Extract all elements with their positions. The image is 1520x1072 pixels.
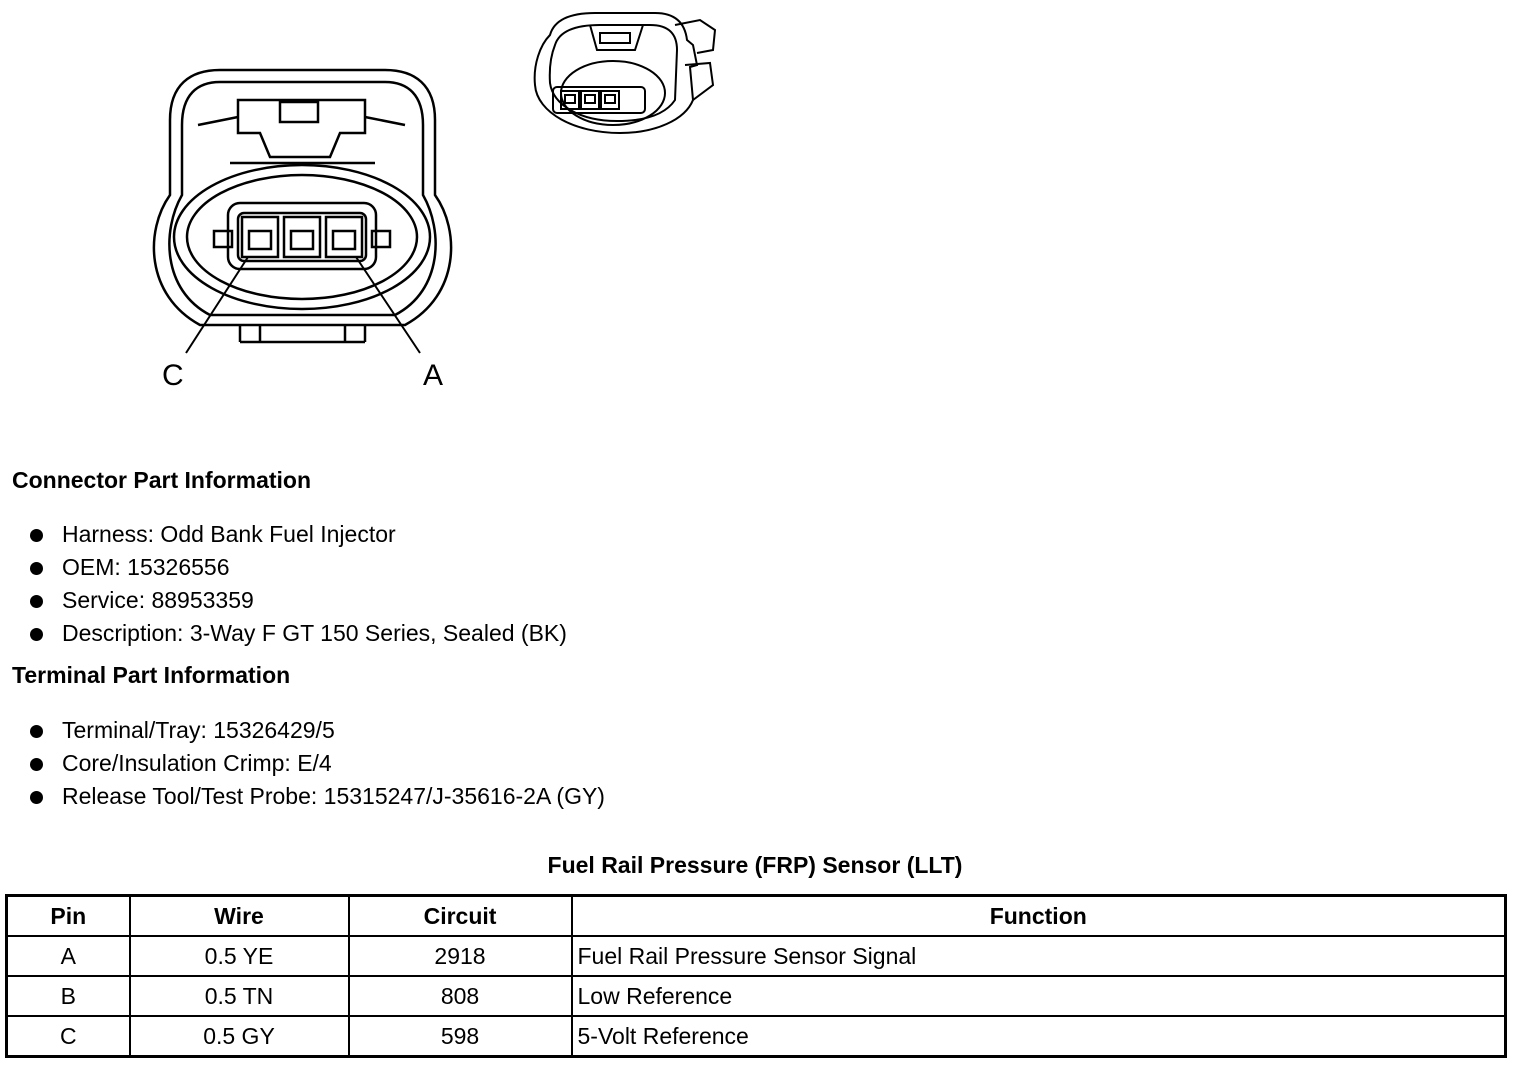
pin-label-a: A [423,359,444,392]
bullet-icon [30,791,43,804]
terminal-info-list: Terminal/Tray: 15326429/5 Core/Insulatio… [28,714,605,813]
header-function: Function [570,894,1507,937]
cell-pin: A [5,935,131,977]
table-row: B 0.5 TN 808 Low Reference [5,975,1507,1017]
list-item-text: Release Tool/Test Probe: 15315247/J-3561… [62,783,605,809]
cell-circuit: 598 [347,1015,573,1058]
list-item-text: Service: 88953359 [62,587,254,613]
cell-wire: 0.5 YE [128,935,350,977]
list-item-text: Terminal/Tray: 15326429/5 [62,717,335,743]
connector-info-list: Harness: Odd Bank Fuel Injector OEM: 153… [28,518,567,650]
connector-perspective-diagram [533,12,717,135]
header-circuit: Circuit [347,894,573,937]
table-header-row: Pin Wire Circuit Function [5,894,1507,937]
bullet-icon [30,595,43,608]
cell-function: Low Reference [570,975,1507,1017]
header-wire: Wire [128,894,350,937]
list-item-text: Description: 3-Way F GT 150 Series, Seal… [62,620,567,646]
connector-face-diagram [152,68,453,354]
table-row: C 0.5 GY 598 5-Volt Reference [5,1015,1507,1058]
pin-table-title: Fuel Rail Pressure (FRP) Sensor (LLT) [547,852,963,878]
cell-wire: 0.5 TN [128,975,350,1017]
list-item-text: Harness: Odd Bank Fuel Injector [62,521,396,547]
cell-function: 5-Volt Reference [570,1015,1507,1058]
bullet-icon [30,758,43,771]
cell-circuit: 2918 [347,935,573,977]
bullet-icon [30,529,43,542]
cell-wire: 0.5 GY [128,1015,350,1058]
list-item: OEM: 15326556 [28,551,567,584]
cell-circuit: 808 [347,975,573,1017]
list-item: Release Tool/Test Probe: 15315247/J-3561… [28,780,605,813]
bullet-icon [30,562,43,575]
bullet-icon [30,725,43,738]
terminal-info-title: Terminal Part Information [12,662,291,688]
pin-label-c: C [162,359,184,392]
cell-pin: B [5,975,131,1017]
bullet-icon [30,628,43,641]
connector-info-title: Connector Part Information [12,467,312,493]
list-item: Harness: Odd Bank Fuel Injector [28,518,567,551]
list-item: Core/Insulation Crimp: E/4 [28,747,605,780]
list-item: Terminal/Tray: 15326429/5 [28,714,605,747]
list-item: Description: 3-Way F GT 150 Series, Seal… [28,617,567,650]
list-item-text: Core/Insulation Crimp: E/4 [62,750,332,776]
list-item: Service: 88953359 [28,584,567,617]
cell-function: Fuel Rail Pressure Sensor Signal [570,935,1507,977]
header-pin: Pin [5,894,131,937]
list-item-text: OEM: 15326556 [62,554,230,580]
pin-table: Pin Wire Circuit Function A 0.5 YE 2918 … [5,894,1507,1058]
cell-pin: C [5,1015,131,1058]
table-row: A 0.5 YE 2918 Fuel Rail Pressure Sensor … [5,935,1507,977]
